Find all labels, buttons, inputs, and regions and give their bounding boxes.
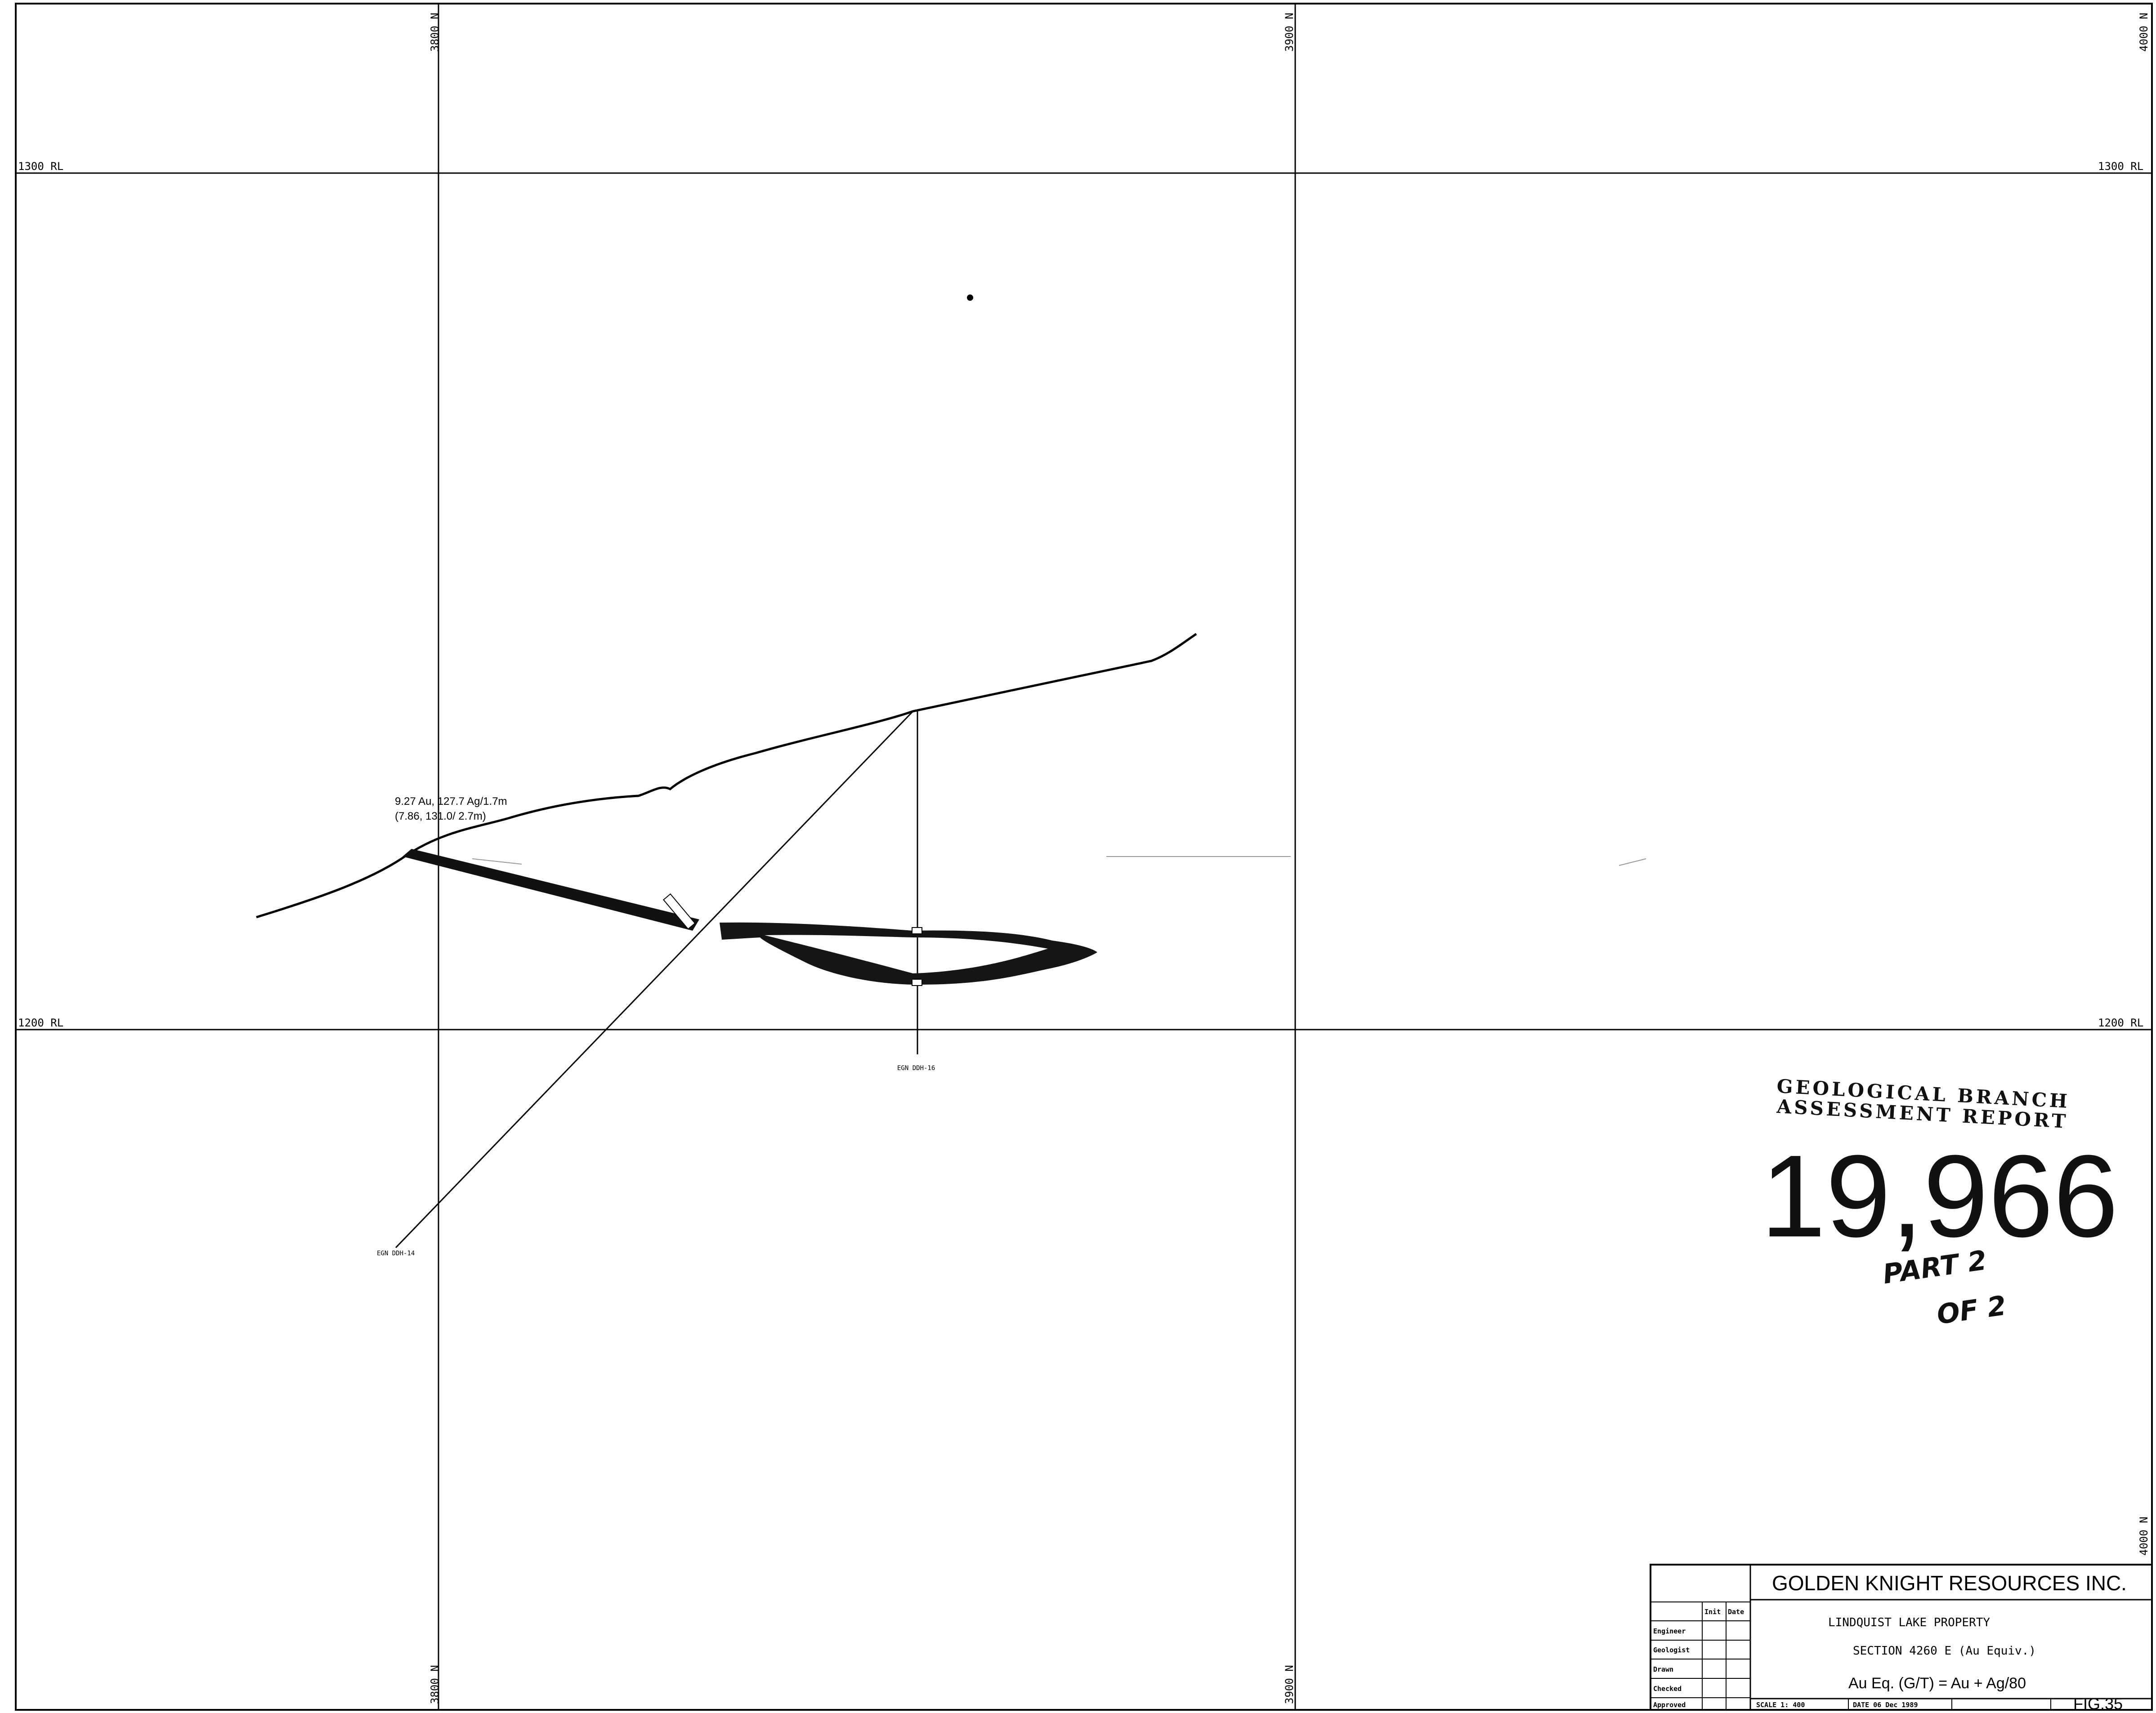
northing-label-4000n-top: 4000 N [2138, 13, 2150, 52]
level-label-1200rl-right: 1200 RL [2098, 1017, 2143, 1029]
report-number: 19,966 [1761, 1131, 2118, 1262]
part-number-line2: OF 2 [1935, 1290, 2008, 1331]
mineralized-vein-upper [403, 849, 699, 931]
drillhole-label-ddh16: EGN DDH-16 [897, 1065, 935, 1072]
column-header-init: Init [1704, 1608, 1721, 1616]
role-geologist: Geologist [1653, 1646, 1690, 1654]
northing-label-3900n-bottom: 3900 N [1283, 1665, 1296, 1704]
level-label-1300rl-right: 1300 RL [2098, 160, 2143, 173]
property-name: LINDQUIST LAKE PROPERTY [1828, 1616, 1990, 1629]
role-checked: Checked [1653, 1685, 1682, 1693]
assessment-report-stamp: GEOLOGICAL BRANCH ASSESSMENT REPORT 19,9… [1761, 1075, 2118, 1331]
section-grid [16, 4, 2152, 1710]
level-label-1200rl-left: 1200 RL [18, 1017, 63, 1029]
section-name: SECTION 4260 E (Au Equiv.) [1853, 1644, 2036, 1658]
drawing-border [15, 3, 2153, 1711]
faint-traces [472, 856, 1646, 866]
northing-label-3800n-bottom: 3800 N [429, 1665, 441, 1704]
drawing-date: DATE 06 Dec 1989 [1853, 1701, 1918, 1709]
role-approved: Approved [1653, 1701, 1686, 1709]
mineralized-zone-lens [720, 922, 1097, 985]
northing-label-3900n-top: 3900 N [1283, 13, 1296, 52]
survey-dot [967, 294, 973, 301]
role-drawn: Drawn [1653, 1665, 1673, 1673]
title-block: GOLDEN KNIGHT RESOURCES INC. LINDQUIST L… [1650, 1564, 2153, 1713]
role-engineer: Engineer [1653, 1627, 1686, 1635]
level-label-1300rl-left: 1300 RL [18, 160, 63, 173]
northing-label-4000n-bottom: 4000 N [2138, 1517, 2150, 1556]
drillhole-label-ddh14: EGN DDH-14 [377, 1250, 415, 1257]
northing-label-3800n-top: 3800 N [429, 13, 441, 52]
column-header-date: Date [1728, 1608, 1744, 1616]
topographic-surface-line [256, 633, 1197, 919]
assay-annotation-line2: (7.86, 131.0/ 2.7m) [395, 810, 486, 822]
assay-annotation-line1: 9.27 Au, 127.7 Ag/1.7m [395, 795, 507, 807]
figure-number: FIG.35 [2073, 1695, 2123, 1713]
sample-marker-lower [912, 979, 922, 986]
drawing-scale: SCALE 1: 400 [1756, 1701, 1805, 1709]
sample-interval-box [662, 893, 696, 930]
drillhole-trace-ddh14 [395, 710, 914, 1249]
company-name: GOLDEN KNIGHT RESOURCES INC. [1772, 1571, 2127, 1595]
au-equivalent-formula: Au Eq. (G/T) = Au + Ag/80 [1848, 1675, 2026, 1692]
sample-marker-upper [912, 927, 922, 934]
